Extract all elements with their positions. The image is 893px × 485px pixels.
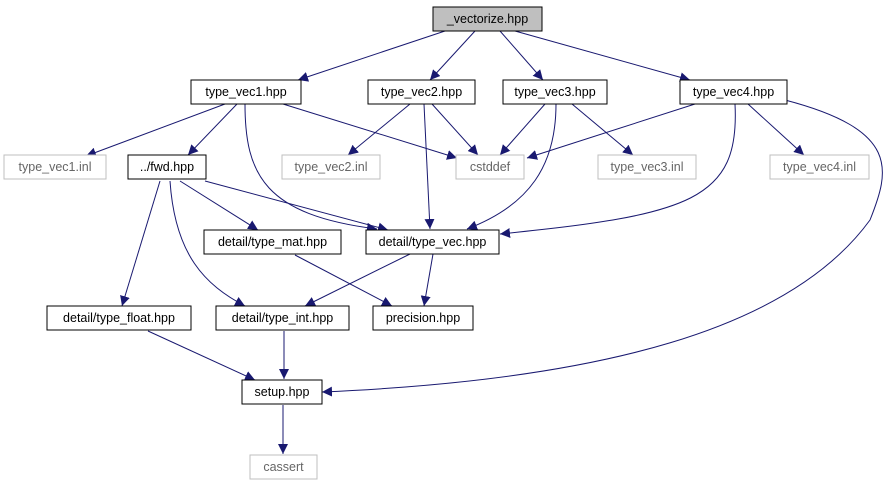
node-label: cstddef — [470, 160, 511, 174]
node-cassert[interactable]: cassert — [249, 454, 318, 480]
edge-vectorize-type-vec3 — [499, 30, 544, 81]
node-label: type_vec1.inl — [19, 160, 92, 174]
edge-type-vec2-cstddef — [431, 103, 479, 156]
node-type-int-hpp[interactable]: detail/type_int.hpp — [215, 305, 350, 331]
node-type-vec4-hpp[interactable]: type_vec4.hpp — [679, 79, 788, 105]
edge-vectorize-type-vec1 — [297, 30, 446, 82]
node-label: detail/type_vec.hpp — [379, 235, 487, 249]
node-label: ../fwd.hpp — [140, 160, 194, 174]
node-type-float-hpp[interactable]: detail/type_float.hpp — [46, 305, 192, 331]
node-type-vec2-inl[interactable]: type_vec2.inl — [281, 154, 381, 180]
edge-type-vec3-inl — [571, 103, 634, 156]
edge-type-vec3-vec — [466, 103, 557, 231]
node-label: type_vec4.hpp — [693, 85, 774, 99]
node-vectorize[interactable]: _vectorize.hpp — [432, 6, 543, 32]
node-type-mat-hpp[interactable]: detail/type_mat.hpp — [203, 229, 342, 255]
node-type-vec3-inl[interactable]: type_vec3.inl — [597, 154, 697, 180]
edge-type-vec4-vec — [499, 103, 736, 238]
node-setup-hpp[interactable]: setup.hpp — [241, 379, 323, 405]
edge-type-vec1-cstddef — [282, 103, 458, 160]
edge-fwd-vec — [204, 180, 389, 233]
edge-type-vec3-cstddef — [499, 103, 546, 156]
node-label: type_vec2.inl — [295, 160, 368, 174]
edges — [85, 30, 883, 454]
edge-type-vec4-inl — [747, 103, 805, 156]
node-label: cassert — [263, 460, 304, 474]
node-label: type_vec3.hpp — [514, 85, 595, 99]
edge-type-vec4-setup — [321, 99, 883, 397]
node-label: type_vec4.inl — [783, 160, 856, 174]
node-type-vec1-hpp[interactable]: type_vec1.hpp — [190, 79, 302, 105]
edge-type-vec1-vec — [244, 103, 378, 233]
nodes: _vectorize.hpp type_vec1.hpp type_vec2.h… — [3, 6, 870, 480]
node-label: setup.hpp — [255, 385, 310, 399]
node-label: detail/type_int.hpp — [232, 311, 334, 325]
edge-vec-type-int — [304, 253, 411, 307]
node-type-vec1-inl[interactable]: type_vec1.inl — [3, 154, 107, 180]
node-label: type_vec3.inl — [611, 160, 684, 174]
node-type-vec2-hpp[interactable]: type_vec2.hpp — [367, 79, 476, 105]
node-label: type_vec1.hpp — [205, 85, 286, 99]
node-type-vec-hpp[interactable]: detail/type_vec.hpp — [365, 229, 500, 255]
node-label: type_vec2.hpp — [381, 85, 462, 99]
edge-type-mat-precision — [294, 254, 393, 307]
node-label: _vectorize.hpp — [446, 12, 528, 26]
node-precision-hpp[interactable]: precision.hpp — [372, 305, 474, 331]
node-type-vec3-hpp[interactable]: type_vec3.hpp — [502, 79, 608, 105]
edge-type-vec1-fwd — [187, 103, 238, 156]
edge-type-vec2-inl — [347, 103, 411, 156]
node-cstddef[interactable]: cstddef — [455, 154, 525, 180]
edge-vectorize-type-vec2 — [429, 30, 476, 81]
edge-vectorize-type-vec4 — [514, 30, 691, 83]
edge-vec-precision — [420, 253, 434, 307]
edge-fwd-type-int — [169, 180, 246, 307]
edge-fwd-type-mat — [179, 180, 259, 231]
node-label: detail/type_mat.hpp — [218, 235, 327, 249]
edge-type-float-setup — [147, 330, 256, 381]
node-type-vec4-inl[interactable]: type_vec4.inl — [769, 154, 870, 180]
edge-type-vec4-cstddef — [526, 103, 696, 160]
node-fwd-hpp[interactable]: ../fwd.hpp — [127, 154, 207, 180]
edge-type-vec1-inl — [85, 103, 226, 158]
node-label: precision.hpp — [386, 311, 460, 325]
edge-type-vec2-vec — [423, 103, 435, 230]
node-label: detail/type_float.hpp — [63, 311, 175, 325]
edge-fwd-type-float — [120, 180, 161, 307]
